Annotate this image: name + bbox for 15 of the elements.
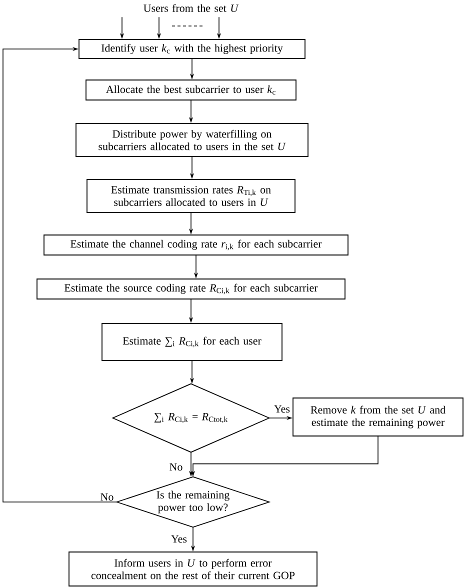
process-box: Estimate the channel coding rate r$_{i,k}$ for each subcarrier — [44, 234, 348, 256]
process-box: Remove k from the set U and estimate the remaining power — [292, 398, 464, 436]
process-box: Distribute power by waterfilling on subcarriers allocated to users in the set U — [76, 123, 308, 157]
process-box: Allocate the best subcarrier to user k$_{c}$ — [86, 80, 296, 100]
process-box: Identify user k$_{c}$ with the highest priority — [78, 39, 306, 59]
arrow — [2, 46, 118, 502]
edge-label: Yes — [170, 534, 188, 544]
process-box: Inform users in U to perform error concealment on the rest of their current GOP — [68, 552, 318, 586]
process-box: Estimate the source coding rate R$_{Ci,k}$ for each subcarrier — [36, 278, 346, 300]
process-box: Estimate ∑$_{i}$ R$_{Ci,k}$ for each user — [102, 323, 282, 361]
edge-label: No — [100, 492, 114, 502]
input-label: Users from the set U — [144, 4, 239, 12]
edge-label: Yes — [274, 404, 290, 414]
edge-label: No — [168, 462, 184, 472]
process-box: Estimate transmission rates R$_{Ti,k}$ on subcarriers allocated to users in U — [86, 179, 296, 213]
